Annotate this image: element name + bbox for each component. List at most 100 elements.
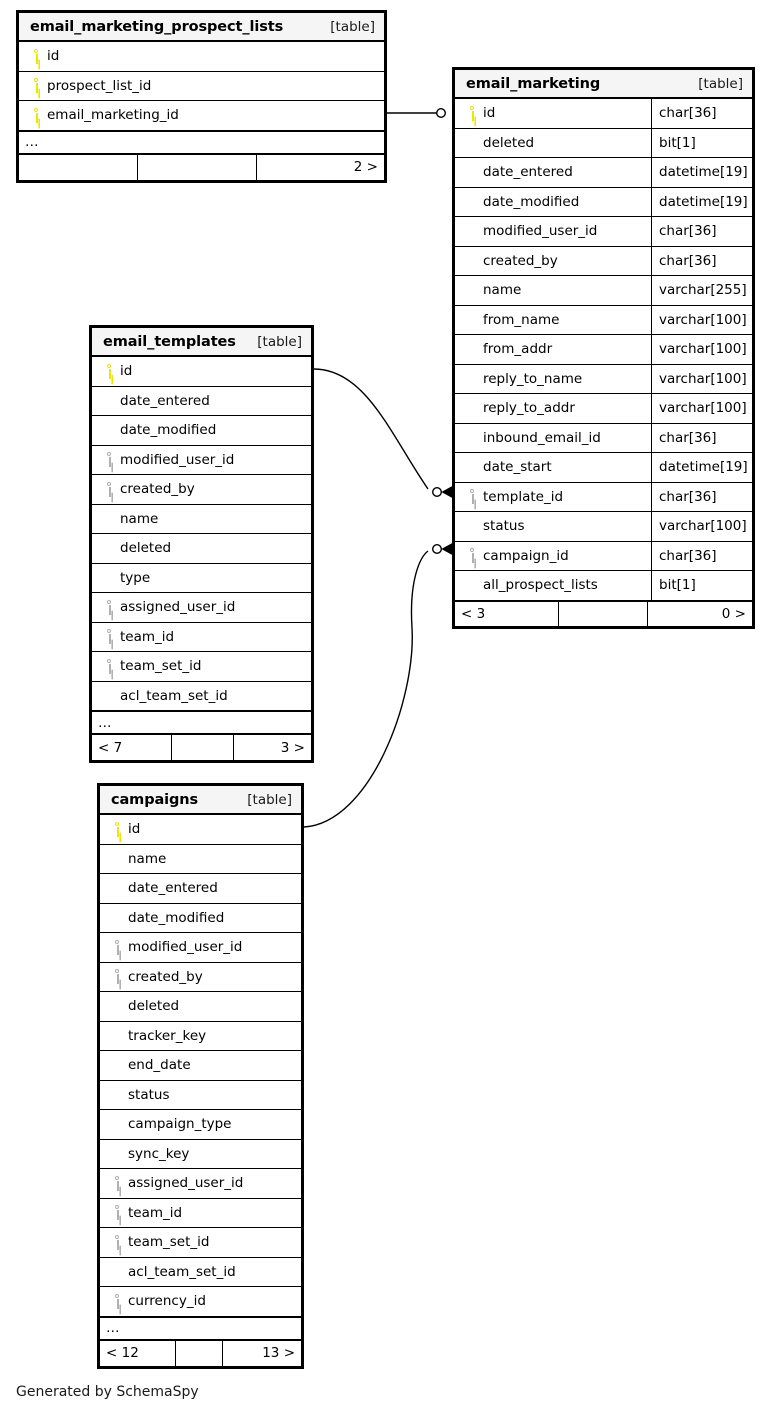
column-name-cell: acl_team_set_id <box>100 1258 301 1287</box>
footer-next-count[interactable]: 2 > <box>353 159 378 175</box>
column-name-cell: team_id <box>100 1199 301 1228</box>
table-header-email_marketing[interactable]: email_marketing[table] <box>455 70 752 99</box>
column-row[interactable]: id <box>19 42 384 72</box>
table-footer-email_templates: < 7 3 > <box>92 735 311 760</box>
foreign-key-icon <box>106 658 114 674</box>
column-row[interactable]: name <box>92 504 311 534</box>
column-row[interactable]: team_set_id <box>92 652 311 682</box>
column-name: deleted <box>483 134 535 151</box>
column-row[interactable]: end_date <box>100 1051 301 1081</box>
column-name: acl_team_set_id <box>128 1263 236 1280</box>
column-row[interactable]: modified_user_id <box>100 933 301 963</box>
column-name-cell: team_set_id <box>92 652 311 681</box>
column-name-cell: end_date <box>100 1051 301 1080</box>
table-header-email_marketing_prospect_lists[interactable]: email_marketing_prospect_lists[table] <box>19 13 384 42</box>
relationship-line <box>313 368 429 490</box>
more-columns-ellipsis[interactable]: … <box>100 1316 301 1341</box>
column-name: name <box>483 282 522 299</box>
footer-middle <box>172 735 234 760</box>
footer-prev-count[interactable]: < 3 <box>455 601 559 626</box>
table-title: email_marketing_prospect_lists <box>30 18 284 35</box>
column-name: assigned_user_id <box>120 599 236 616</box>
column-row[interactable]: tracker_key <box>100 1021 301 1051</box>
column-row[interactable]: email_marketing_id <box>19 101 384 131</box>
column-row[interactable]: team_id <box>100 1198 301 1228</box>
footer-prev-count[interactable]: < 7 <box>92 735 172 760</box>
column-row[interactable]: team_id <box>92 622 311 652</box>
column-name: id <box>120 363 133 380</box>
column-name: status <box>128 1086 170 1103</box>
column-name: date_entered <box>483 164 573 181</box>
footer-prev-count[interactable]: < 12 <box>100 1340 176 1366</box>
column-row[interactable]: id <box>92 357 311 387</box>
column-row[interactable]: date_entered <box>92 386 311 416</box>
column-row[interactable]: type <box>92 563 311 593</box>
column-row[interactable]: deleted <box>100 992 301 1022</box>
table-header-email_templates[interactable]: email_templates[table] <box>92 328 311 357</box>
column-name-cell: id <box>455 99 651 128</box>
footer-next-count[interactable]: 0 > <box>721 605 746 622</box>
column-name: campaign_id <box>483 547 569 564</box>
column-row[interactable]: team_set_id <box>100 1228 301 1258</box>
column-row[interactable]: assigned_user_id <box>92 593 311 623</box>
column-type-cell: datetime[19] <box>651 187 752 216</box>
column-row[interactable]: status <box>100 1080 301 1110</box>
column-type-cell: char[36] <box>651 482 752 511</box>
column-row[interactable]: modified_user_id <box>92 445 311 475</box>
column-row[interactable]: sync_key <box>100 1139 301 1169</box>
column-row[interactable]: id <box>100 815 301 845</box>
column-row[interactable]: campaign_type <box>100 1110 301 1140</box>
foreign-key-icon <box>114 969 122 985</box>
table-header-campaigns[interactable]: campaigns[table] <box>100 786 301 815</box>
column-row[interactable]: created_by <box>92 475 311 505</box>
column-name: created_by <box>483 252 558 269</box>
column-name: acl_team_set_id <box>120 687 228 704</box>
column-row[interactable]: deleted <box>92 534 311 564</box>
more-columns-ellipsis[interactable]: … <box>92 711 311 735</box>
column-name-cell: inbound_email_id <box>455 424 651 453</box>
column-row[interactable]: created_by <box>100 962 301 992</box>
column-row[interactable]: acl_team_set_id <box>92 681 311 711</box>
more-columns-ellipsis[interactable]: … <box>19 130 384 155</box>
key-slot <box>108 821 128 837</box>
crowfoot-many-marker <box>441 543 453 555</box>
footer-next-count[interactable]: 3 > <box>280 739 305 756</box>
column-row[interactable]: date_modified <box>92 416 311 446</box>
column-name: date_modified <box>128 909 225 926</box>
key-slot <box>108 1175 128 1191</box>
column-row[interactable]: name <box>100 844 301 874</box>
column-row[interactable]: date_entered <box>100 874 301 904</box>
footer-prev-count[interactable] <box>19 154 138 180</box>
column-name-cell: modified_user_id <box>92 446 311 475</box>
column-name-cell: all_prospect_lists <box>455 571 651 600</box>
column-row[interactable]: currency_id <box>100 1287 301 1317</box>
column-row[interactable]: prospect_list_id <box>19 71 384 101</box>
column-row[interactable]: date_modified <box>100 903 301 933</box>
column-row[interactable]: acl_team_set_id <box>100 1257 301 1287</box>
column-name-cell: id <box>19 42 384 71</box>
column-row[interactable]: assigned_user_id <box>100 1169 301 1199</box>
table-footer-email_marketing_prospect_lists: 2 > <box>19 154 384 180</box>
footer-next-count[interactable]: 13 > <box>262 1345 295 1361</box>
